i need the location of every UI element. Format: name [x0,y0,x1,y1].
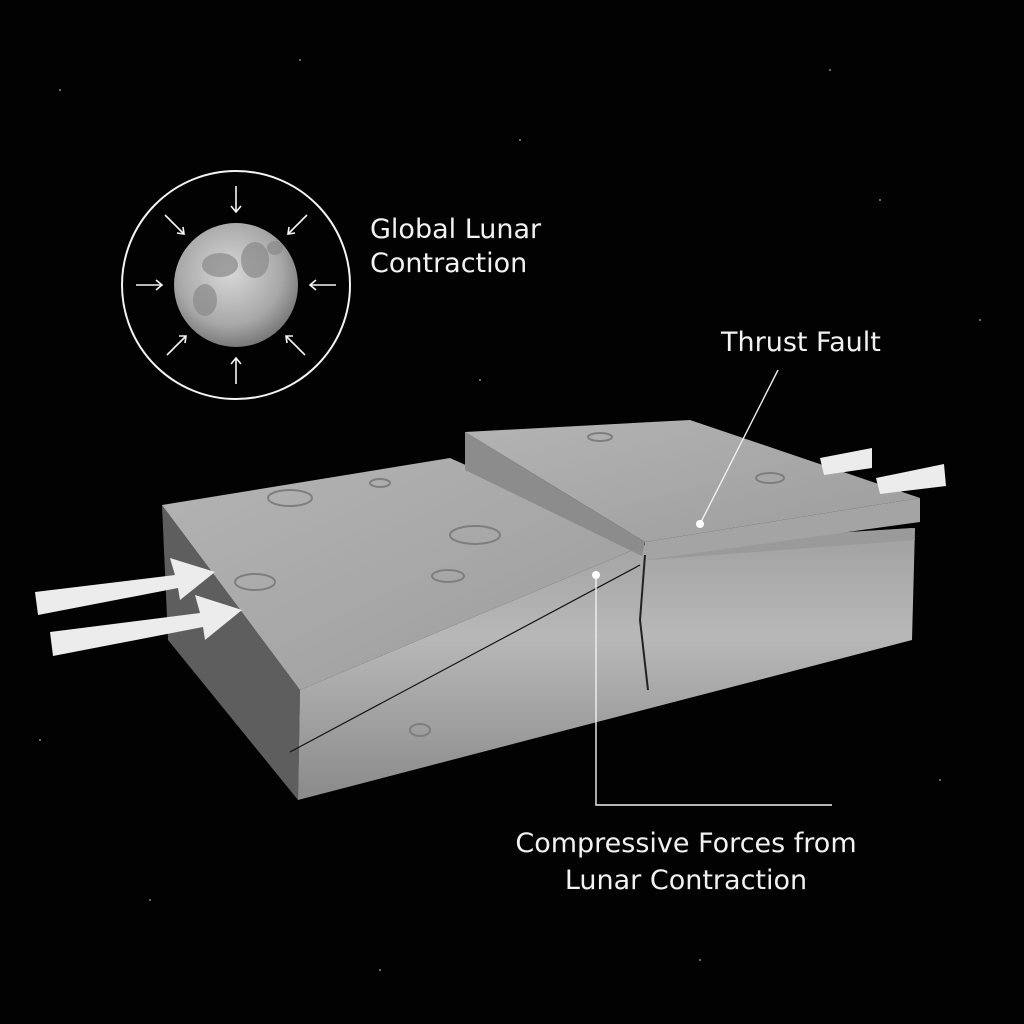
upper-right-block-front [465,432,645,556]
lower-right-block-top [645,528,915,560]
compressive-forces-label: Compressive Forces from Lunar Contractio… [486,825,886,899]
crust-block-model [162,420,920,800]
fault-plane-line [289,564,641,753]
label-line: Compressive Forces from [515,828,857,859]
upper-right-block-top [465,420,920,542]
leader-lines [595,369,832,806]
global-contraction-label: Global Lunar Contraction [370,213,541,281]
craters [234,432,785,737]
thrust-fault-marker [696,520,704,528]
label-line: Global Lunar [370,214,542,245]
moon-icon [174,223,298,347]
label-line: Contraction [370,248,528,279]
label-line: Lunar Contraction [564,865,808,896]
stars [39,59,981,971]
upper-right-block-edge [645,498,920,560]
compressive-forces-marker [592,571,600,579]
thrust-fault-label: Thrust Fault [721,327,881,358]
compression-arrow-icon [35,448,946,656]
global-contraction-inset [121,170,351,400]
inward-arrow-icon [136,186,336,384]
moon-maria [193,241,283,316]
front-face [298,528,915,800]
fault-crack [638,554,649,691]
left-block-top [162,458,645,690]
